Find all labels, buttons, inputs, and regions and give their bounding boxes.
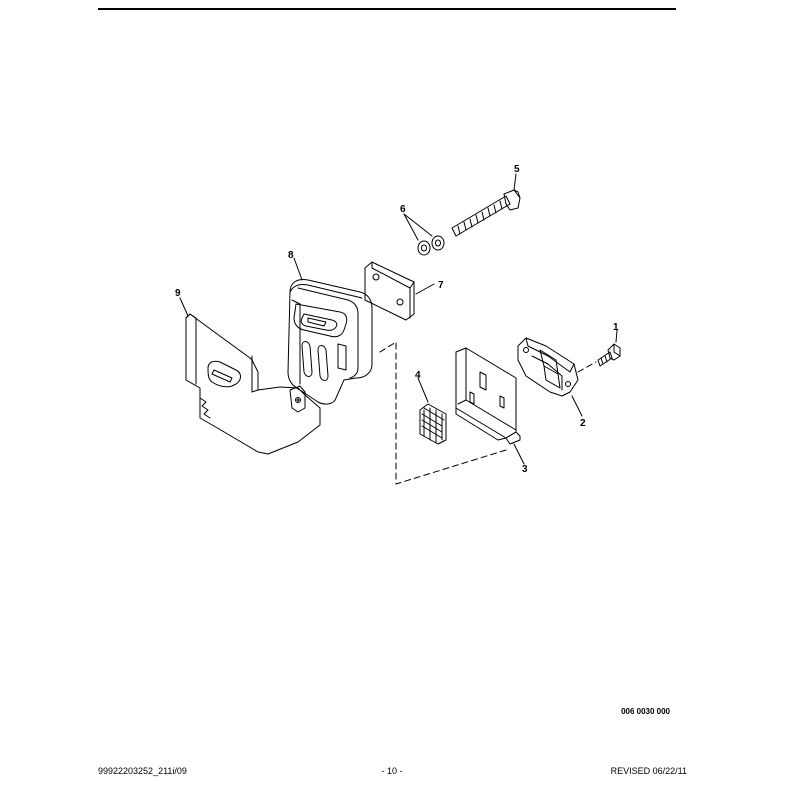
header-rule	[98, 8, 676, 10]
callout-7: 7	[438, 280, 444, 291]
footer-page-number: - 10 -	[381, 766, 403, 776]
part-8-muffler	[287, 279, 373, 405]
callout-1: 1	[613, 322, 619, 333]
callout-6: 6	[400, 204, 406, 215]
part-4-screen	[419, 403, 447, 445]
callout-4: 4	[415, 370, 421, 381]
part-1-screw	[597, 343, 621, 367]
callout-8: 8	[288, 250, 294, 261]
figure-code: 006 0030 000	[621, 707, 670, 716]
part-9-heat-shield	[185, 313, 321, 455]
footer-revision-date: REVISED 06/22/11	[610, 766, 687, 776]
part-2-gasket	[517, 337, 579, 397]
part-3-bracket	[455, 347, 521, 445]
callout-3: 3	[522, 464, 528, 475]
callout-2: 2	[580, 418, 586, 429]
footer-document-number: 99922203252_211i/09	[98, 766, 187, 776]
assembly-path	[379, 341, 597, 485]
part-6-washers	[417, 235, 445, 256]
leader-lines	[179, 173, 618, 465]
callout-9: 9	[175, 288, 181, 299]
part-7-gasket-plate	[364, 261, 415, 321]
part-5-long-bolt	[451, 189, 521, 237]
callout-5: 5	[514, 164, 520, 175]
